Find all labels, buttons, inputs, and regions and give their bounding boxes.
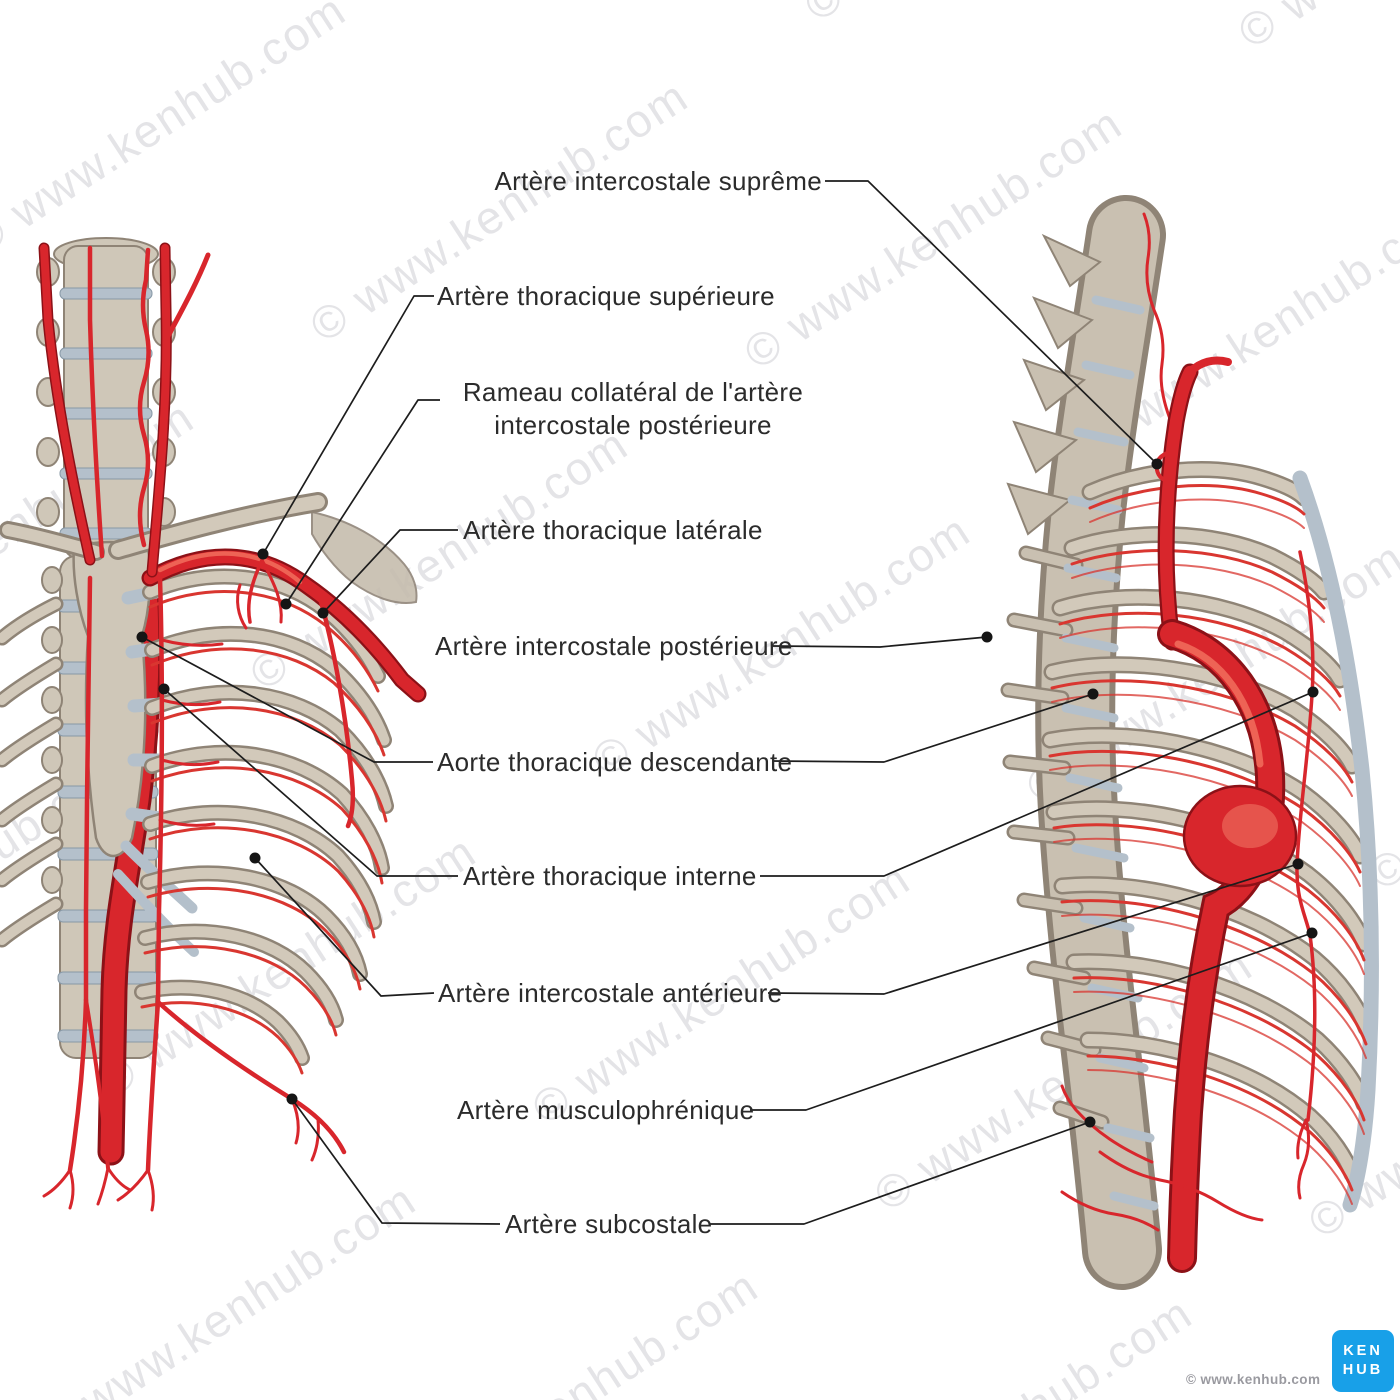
label-thoracique-laterale: Artère thoracique latérale	[463, 515, 763, 545]
aortic-arch-highlight	[1222, 804, 1278, 848]
subclavian-artery-lateral	[1154, 356, 1232, 651]
vertebral-artery	[1142, 212, 1174, 426]
leader-interne-right	[760, 691, 1314, 877]
leader-subcostale-right	[710, 1121, 1091, 1225]
label-thoracique-interne: Artère thoracique interne	[463, 861, 757, 891]
label-aorte-descendante: Aorte thoracique descendante	[437, 747, 793, 777]
label-rameau-collateral: Rameau collatéral de l'artère intercosta…	[462, 377, 804, 440]
copyright-text: © www.kenhub.com	[1186, 1372, 1321, 1387]
cervical-spine	[36, 237, 176, 559]
leader-lines	[141, 180, 1314, 1225]
leader-intercostale-posterieure	[772, 636, 988, 648]
left-rib-stubs	[0, 596, 64, 948]
leader-intercostale-supreme	[825, 180, 1158, 465]
subclavian-axillary-artery	[141, 548, 427, 703]
leader-musculophrenique	[750, 932, 1313, 1111]
leader-rameau-collateral	[285, 399, 440, 605]
label-intercostale-posterieure: Artère intercostale postérieure	[435, 631, 793, 661]
internal-thoracic-arteries	[83, 575, 224, 1005]
leader-subcostale-left	[291, 1098, 501, 1225]
vertebral-column-lateral	[1000, 195, 1166, 1290]
label-intercostale-supreme: Artère intercostale suprême	[494, 166, 822, 196]
costal-cartilage-chain	[1292, 470, 1379, 1213]
leader-anterieure-left	[254, 857, 435, 997]
leader-aorte-left	[141, 636, 433, 763]
leader-anterieure-right	[767, 863, 1299, 995]
figure-lateral-thorax	[1000, 195, 1379, 1290]
lower-branches-lateral	[1060, 1084, 1311, 1232]
scapula	[311, 510, 418, 604]
kenhub-logo-line1: KEN	[1343, 1343, 1383, 1359]
figure-anterior-thorax	[0, 237, 427, 1212]
internal-thoracic-lateral	[1295, 550, 1317, 1122]
kenhub-logo: KEN HUB	[1332, 1330, 1394, 1392]
kenhub-logo-line2: HUB	[1342, 1362, 1384, 1378]
leader-interne-left	[163, 688, 458, 877]
branch-arteries	[42, 558, 356, 1212]
intercostal-arteries-anterior	[140, 590, 388, 1075]
label-intercostale-anterieure: Artère intercostale antérieure	[438, 978, 783, 1008]
aorta-lateral	[1157, 619, 1286, 1273]
label-thoracique-superieure: Artère thoracique supérieure	[437, 281, 775, 311]
leader-thoracique-laterale	[322, 529, 458, 614]
leader-dots	[136, 458, 1319, 1128]
neck-arteries	[38, 242, 211, 578]
label-subcostale: Artère subcostale	[505, 1209, 713, 1239]
leader-thoracique-superieure	[262, 295, 434, 555]
leader-aorte-right	[771, 693, 1094, 763]
label-musculophrenique: Artère musculophrénique	[457, 1095, 755, 1125]
